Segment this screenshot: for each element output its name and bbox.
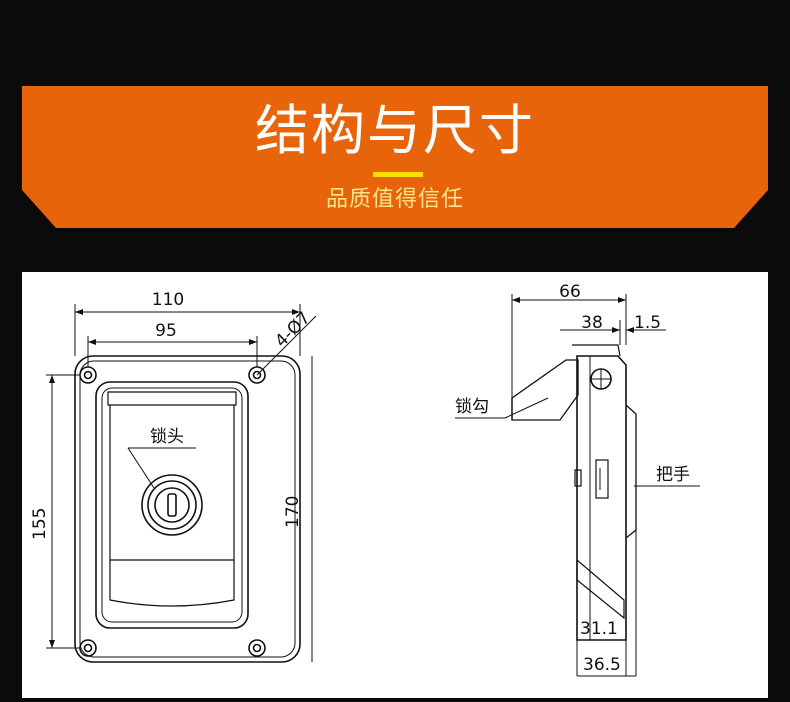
- drawing-panel: 110 95 4-Ø7 155 170 锁头: [22, 272, 768, 698]
- side-hook: [511, 359, 579, 421]
- side-arrows: [512, 297, 634, 333]
- dim-95: 95: [155, 321, 177, 341]
- dim-36-5: 36.5: [583, 655, 621, 675]
- dim-155: 155: [30, 508, 50, 540]
- dim-110: 110: [152, 290, 184, 310]
- hole-bottom-left: [79, 639, 97, 657]
- side-handle: [625, 404, 637, 539]
- side-slot: [595, 459, 609, 499]
- front-view: [46, 304, 317, 663]
- label-handle: 把手: [656, 465, 690, 485]
- dim-66: 66: [559, 282, 581, 302]
- label-lock: 锁头: [150, 427, 184, 447]
- section-title: 结构与尺寸: [255, 99, 535, 162]
- dim-38: 38: [581, 313, 603, 333]
- front-recess: [95, 381, 249, 629]
- technical-drawing: 110 95 4-Ø7 155 170 锁头: [30, 282, 700, 677]
- hole-bottom-right: [248, 639, 266, 657]
- lock-cylinder: [141, 474, 203, 536]
- side-plate: [576, 355, 627, 641]
- dim-31-1: 31.1: [580, 619, 618, 639]
- title-underline: [373, 172, 423, 177]
- front-plate: [74, 355, 301, 663]
- front-arrows: [49, 309, 300, 648]
- front-handle: [107, 391, 237, 406]
- header-banner: [22, 86, 768, 228]
- hole-top-left: [79, 366, 97, 384]
- dim-1-5: 1.5: [634, 313, 661, 333]
- side-view: [455, 294, 700, 677]
- section-subtitle: 品质值得信任: [325, 187, 464, 212]
- dim-holes: 4-Ø7: [271, 308, 314, 351]
- dim-170: 170: [283, 496, 303, 528]
- label-hook: 锁勾: [455, 397, 489, 417]
- banner-shape: [22, 86, 768, 228]
